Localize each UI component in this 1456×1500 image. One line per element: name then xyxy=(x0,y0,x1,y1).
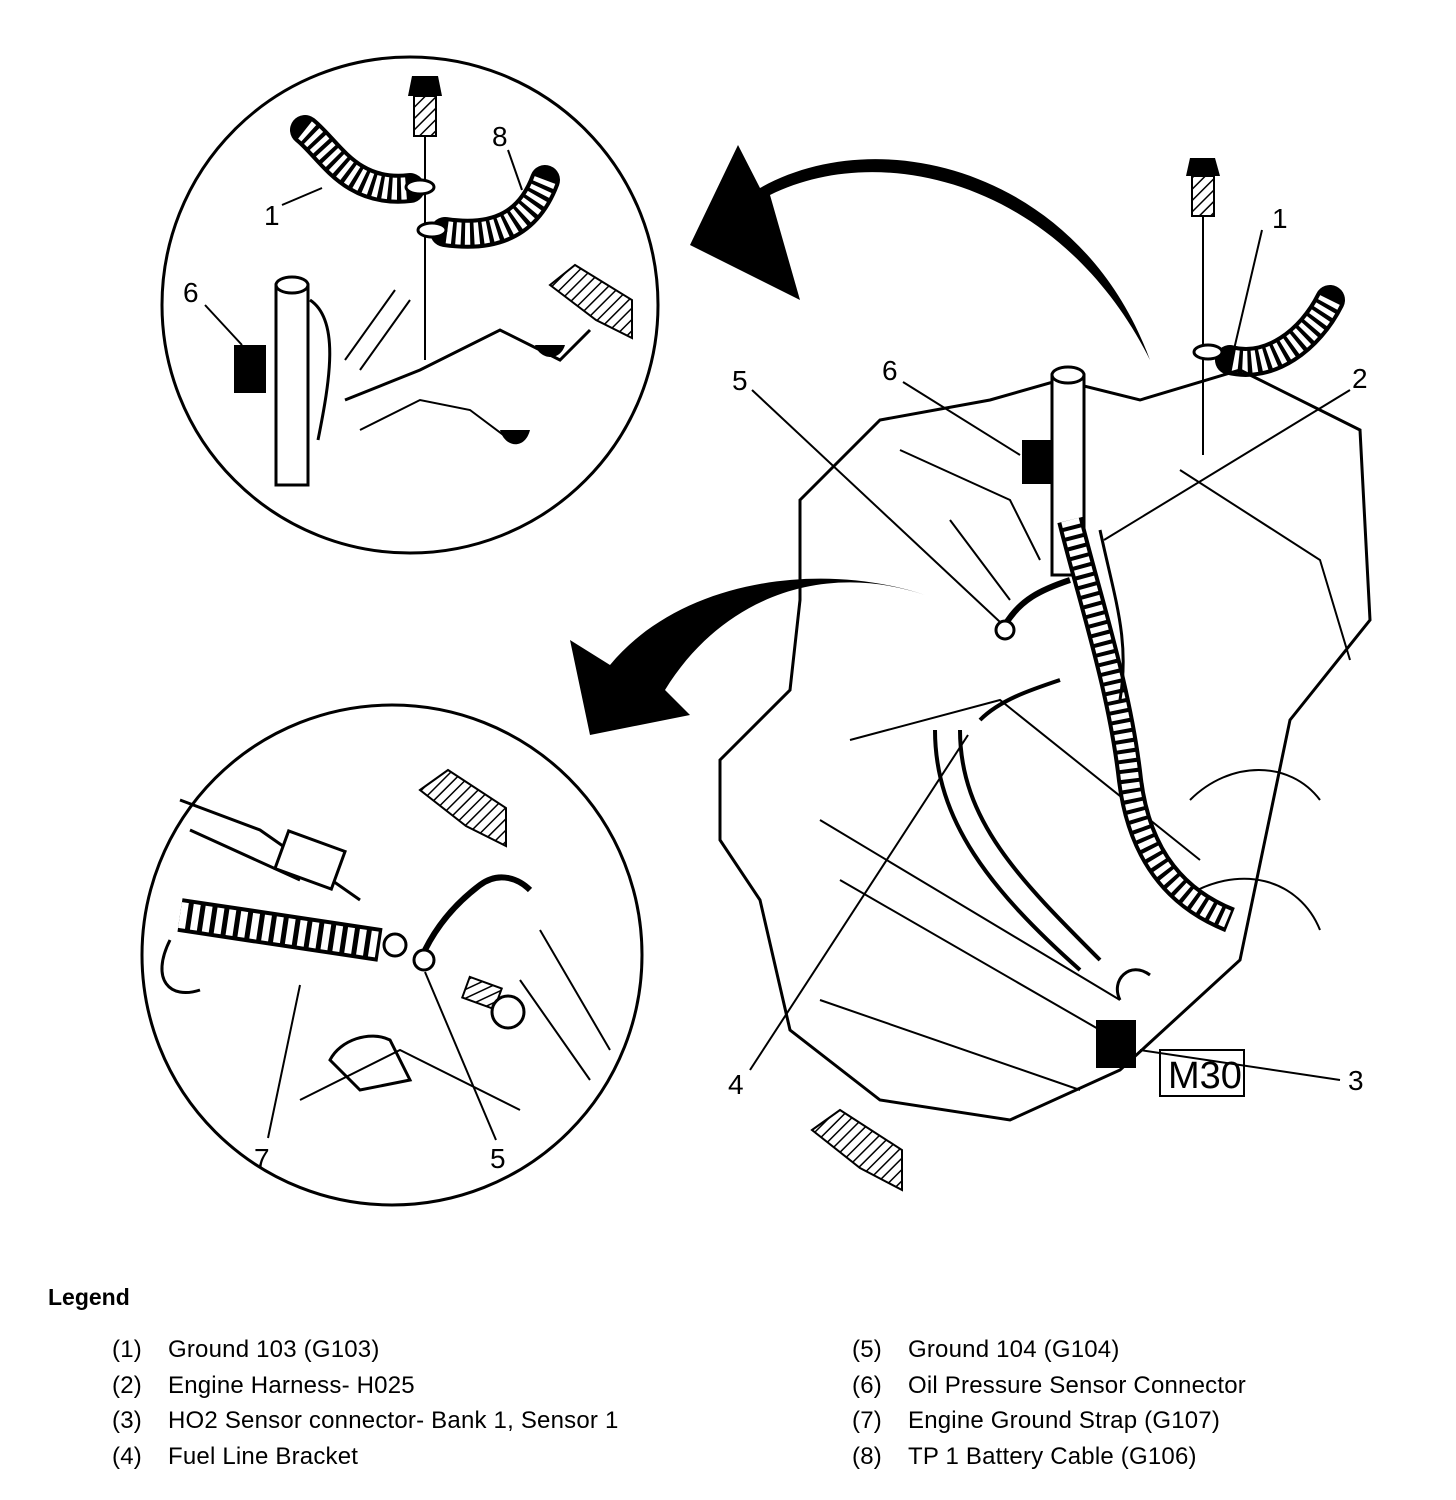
oil-pressure-connector-6 xyxy=(234,345,266,393)
legend-item-text: Engine Ground Strap (G107) xyxy=(908,1407,1221,1434)
bolt-inset-icon xyxy=(460,975,526,1030)
front-direction-arrow-main-icon xyxy=(810,1108,903,1192)
legend-item: (6) Oil Pressure Sensor Connector xyxy=(852,1372,1246,1408)
legend-item: (8) TP 1 Battery Cable (G106) xyxy=(852,1443,1246,1479)
legend-item-number: (8) xyxy=(852,1442,882,1470)
legend-item-text: Engine Harness- H025 xyxy=(168,1371,415,1399)
legend-item: (5) Ground 104 (G104) xyxy=(852,1336,1246,1372)
callout-inset-5: 5 xyxy=(490,1143,506,1174)
legend-item-number: (7) xyxy=(852,1407,882,1434)
legend-item-number: (4) xyxy=(112,1442,142,1470)
legend-item: (2) Engine Harness- H025 xyxy=(112,1372,619,1408)
detail-arrow-bottom-icon xyxy=(570,578,925,735)
legend-item-number: (5) xyxy=(852,1336,882,1363)
legend-item-text: Fuel Line Bracket xyxy=(168,1442,359,1470)
callout-8: 8 xyxy=(492,121,508,152)
front-direction-arrow-icon xyxy=(548,263,633,340)
callout-main-4: 4 xyxy=(728,1069,744,1100)
ho2-sensor-connector xyxy=(1096,1020,1136,1068)
bottom-detail-inset: 7 5 xyxy=(140,703,644,1207)
callout-7: 7 xyxy=(254,1143,270,1174)
legend-item-text: TP 1 Battery Cable (G106) xyxy=(908,1442,1197,1470)
legend-column-right: (5) Ground 104 (G104) (6) Oil Pressure Sen… xyxy=(852,1336,1246,1478)
main-engine-view: M30 1 2 3 4 5 6 xyxy=(718,158,1372,1192)
callout-main-3: 3 xyxy=(1348,1065,1364,1096)
callout-main-5: 5 xyxy=(732,365,748,396)
legend-item-number: (6) xyxy=(852,1371,882,1399)
legend-item: (1) Ground 103 (G103) xyxy=(112,1336,619,1372)
engine-mark-m30: M30 xyxy=(1168,1055,1242,1097)
legend-item-number: (2) xyxy=(112,1371,142,1399)
legend-title: Legend xyxy=(48,1284,130,1310)
legend-item: (7) Engine Ground Strap (G107) xyxy=(852,1407,1246,1443)
legend-item-number: (3) xyxy=(112,1407,142,1434)
callout-main-6: 6 xyxy=(882,355,898,386)
legend: Legend (1) Ground 103 (G103) (2) Engine Ha… xyxy=(0,1270,1456,1500)
callout-1: 1 xyxy=(264,200,280,231)
callout-main-1: 1 xyxy=(1272,203,1288,234)
legend-item-number: (1) xyxy=(112,1336,142,1363)
legend-column-left: (1) Ground 103 (G103) (2) Engine Harness- … xyxy=(112,1336,619,1478)
bolt-icon xyxy=(408,76,442,360)
detail-arrow-top-icon xyxy=(690,145,1150,360)
legend-item-text: HO2 Sensor connector- Bank 1, Sensor 1 xyxy=(168,1407,619,1434)
legend-item: (4) Fuel Line Bracket xyxy=(112,1443,619,1479)
top-detail-inset: 1 8 6 xyxy=(160,55,660,555)
legend-item-text: Ground 103 (G103) xyxy=(168,1336,380,1363)
front-direction-arrow-inset-icon xyxy=(418,768,507,848)
legend-item: (3) HO2 Sensor connector- Bank 1, Sensor … xyxy=(112,1407,619,1443)
engine-ground-diagram: 1 8 6 M3 xyxy=(140,55,1372,1207)
legend-item-text: Ground 104 (G104) xyxy=(908,1336,1120,1363)
callout-6: 6 xyxy=(183,277,199,308)
diagram-svg: 1 8 6 M3 xyxy=(140,55,1372,1207)
legend-item-text: Oil Pressure Sensor Connector xyxy=(908,1371,1246,1399)
callout-main-2: 2 xyxy=(1352,363,1368,394)
